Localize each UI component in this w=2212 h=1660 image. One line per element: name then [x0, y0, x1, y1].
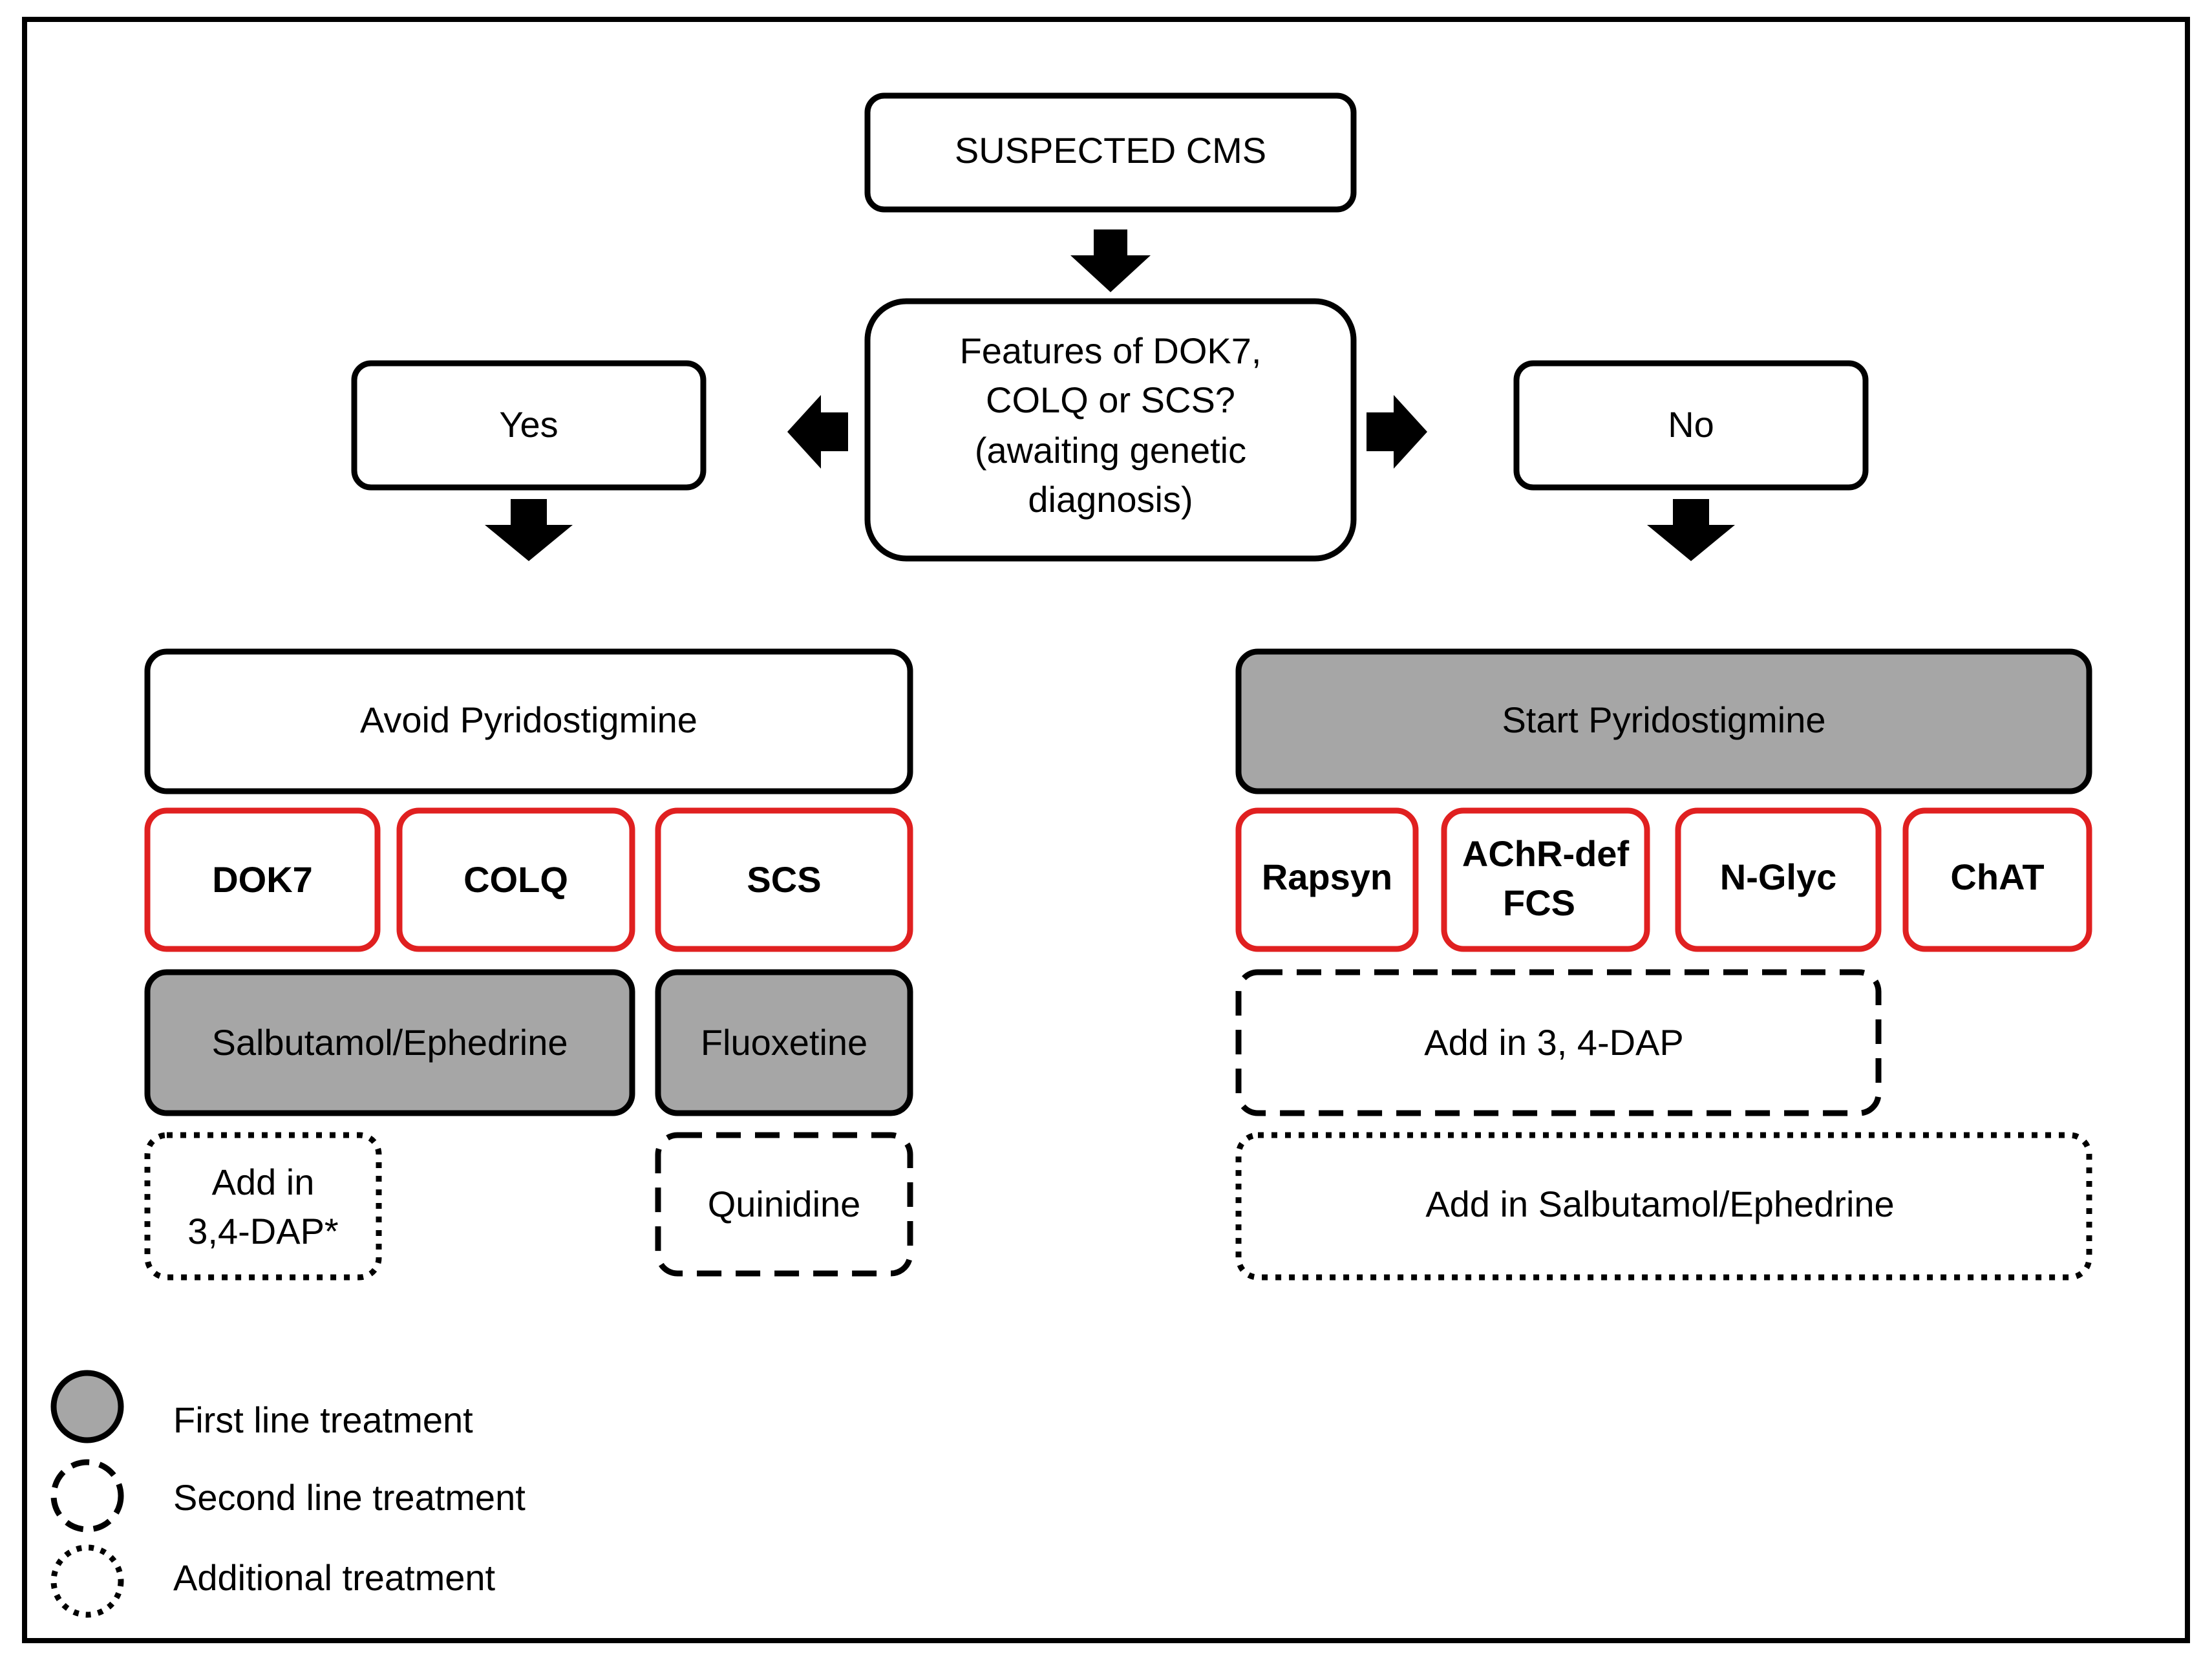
gene-box-scs: SCS — [655, 807, 913, 952]
gene-box-nglyc: N-Glyc — [1675, 807, 1882, 952]
features-question-box: Features of DOK7, COLQ or SCS? (awaiting… — [864, 298, 1357, 562]
arrow-right-no — [1367, 395, 1427, 469]
features-line-4: diagnosis) — [1028, 479, 1193, 520]
avoid-pyridostigmine-box: Avoid Pyridostigmine — [144, 648, 913, 794]
legend-first-line-label: First line treatment — [173, 1399, 473, 1440]
gene-box-achr-fcs: AChR-def FCS — [1441, 807, 1650, 952]
gene-box-dok7: DOK7 — [144, 807, 381, 952]
yes-label: Yes — [499, 404, 558, 445]
add-dap-left-line-2: 3,4-DAP* — [187, 1211, 338, 1251]
gene-label-nglyc: N-Glyc — [1720, 857, 1837, 897]
suspected-cms-box: SUSPECTED CMS — [864, 92, 1357, 213]
arrow-down-yes — [485, 499, 573, 561]
fluoxetine-label: Fluoxetine — [701, 1022, 867, 1063]
add-dap-right-box: Add in 3, 4-DAP — [1235, 969, 1882, 1116]
gene-label-chat: ChAT — [1950, 857, 2044, 897]
avoid-pyridostigmine-label: Avoid Pyridostigmine — [360, 699, 697, 740]
legend-additional-swatch — [50, 1544, 124, 1618]
arrow-down-no — [1647, 499, 1735, 561]
suspected-cms-label: SUSPECTED CMS — [955, 130, 1266, 171]
add-dap-left-line-1: Add in — [212, 1162, 315, 1202]
add-dap-left-box: Add in 3,4-DAP* — [144, 1132, 382, 1281]
gene-box-rapsyn: Rapsyn — [1235, 807, 1419, 952]
features-line-1: Features of DOK7, — [960, 330, 1262, 371]
legend-second-line-label: Second line treatment — [173, 1477, 526, 1518]
yes-box: Yes — [351, 360, 707, 491]
gene-label-rapsyn: Rapsyn — [1262, 857, 1392, 897]
quinidine-box: Quinidine — [655, 1132, 913, 1277]
legend-first-line-swatch — [50, 1370, 124, 1443]
gene-box-colq: COLQ — [396, 807, 635, 952]
salbutamol-ephedrine-box: Salbutamol/Ephedrine — [144, 969, 635, 1116]
gene-label-achr-line-1: AChR-def — [1462, 833, 1630, 874]
add-salbutamol-label: Add in Salbutamol/Ephedrine — [1425, 1184, 1894, 1224]
add-dap-right-label: Add in 3, 4-DAP — [1424, 1022, 1684, 1063]
arrow-left-yes — [787, 395, 848, 469]
gene-label-scs: SCS — [747, 859, 821, 900]
fluoxetine-box: Fluoxetine — [655, 969, 913, 1116]
arrow-down-top — [1070, 229, 1151, 292]
gene-box-chat: ChAT — [1902, 807, 2092, 952]
start-pyridostigmine-label: Start Pyridostigmine — [1502, 699, 1825, 740]
quinidine-label: Quinidine — [708, 1184, 861, 1224]
no-label: No — [1668, 404, 1714, 445]
features-line-3: (awaiting genetic — [975, 430, 1246, 471]
features-line-2: COLQ or SCS? — [986, 379, 1235, 420]
legend-additional-label: Additional treatment — [173, 1557, 496, 1598]
no-box: No — [1513, 360, 1869, 491]
legend: First line treatment Second line treatme… — [50, 1370, 526, 1618]
add-salbutamol-box: Add in Salbutamol/Ephedrine — [1235, 1132, 2092, 1281]
legend-second-line-swatch — [50, 1459, 124, 1533]
gene-label-achr-line-2: FCS — [1503, 882, 1575, 923]
salbutamol-ephedrine-label: Salbutamol/Ephedrine — [211, 1022, 568, 1063]
gene-label-dok7: DOK7 — [212, 859, 313, 900]
gene-label-colq: COLQ — [463, 859, 568, 900]
start-pyridostigmine-box: Start Pyridostigmine — [1235, 648, 2092, 794]
